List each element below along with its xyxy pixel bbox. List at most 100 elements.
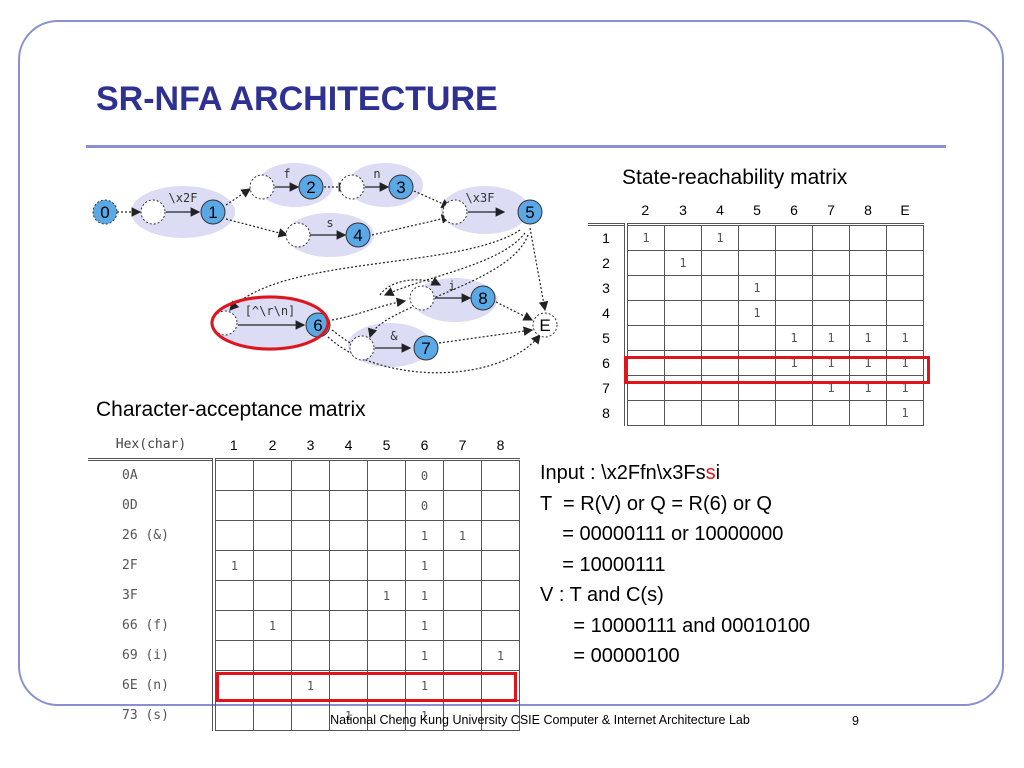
group-x3f [441,186,529,234]
state-matrix-cell [624,400,665,426]
char-matrix-cell: 1 [443,520,482,551]
char-matrix-cell [443,580,482,611]
char-matrix-cell [291,610,330,641]
explanation: Input : \x2Ffn\x3Fssi T = R(V) or Q = R(… [540,458,810,672]
char-matrix-cell: 1 [367,580,406,611]
state-matrix-cell [849,400,887,426]
char-matrix-cell [291,580,330,611]
char-matrix-cell [329,520,368,551]
title-divider [86,145,946,148]
char-matrix-cell [481,700,520,731]
char-matrix-cell: 1 [405,640,444,671]
char-matrix-col-header: 7 [443,431,482,461]
state-matrix-cell: 1 [849,325,887,351]
char-matrix-cell [253,459,292,491]
svg-text:4: 4 [353,226,362,245]
state-matrix-cell: 1 [738,300,776,326]
state-matrix-cell: 1 [812,350,850,376]
state-matrix-cell: 1 [664,250,702,276]
state-matrix-col-header: E [886,196,924,226]
state-matrix-cell [701,400,739,426]
state-matrix-cell: 1 [849,375,887,401]
char-matrix-cell [253,490,292,521]
state-matrix-cell: 1 [701,224,739,251]
edge-labels: \x2F f n s \x3F [^\r\n] i & [169,167,495,343]
svg-text:6: 6 [313,316,322,335]
state-matrix-cell [664,224,702,251]
label-x2f: \x2F [169,191,198,205]
char-matrix-cell [291,520,330,551]
state-matrix-cell [738,400,776,426]
state-matrix-cell [701,275,739,301]
t-line-3: = 10000111 [540,553,666,576]
char-matrix-cell [443,610,482,641]
char-matrix-cell: 1 [405,520,444,551]
state-matrix-col-header: 5 [738,196,776,226]
state-matrix-cell [624,275,665,301]
state-matrix-cell [664,300,702,326]
v-line-2: = 10000111 and 00010100 [540,614,811,637]
state-matrix-cell [812,400,850,426]
label-n: n [373,167,380,181]
state-matrix-row-header: 1 [602,230,610,247]
state-matrix-row-header: 7 [602,380,610,396]
state-matrix-cell [775,224,813,251]
svg-text:7: 7 [421,339,430,358]
char-matrix-cell: 1 [405,700,444,731]
char-matrix-cell [481,490,520,521]
char-matrix-cell [212,490,254,521]
state-matrix-row-header: 8 [602,405,610,421]
highlight-ring [210,295,330,351]
state-e: E [532,312,558,338]
char-matrix-cell [329,459,368,491]
char-matrix-col-header: 2 [253,431,292,461]
char-matrix-cell [329,610,368,641]
char-matrix-cell: 1 [405,580,444,611]
svg-text:0: 0 [100,203,109,222]
state-matrix-row-header: 5 [602,330,610,346]
label-x3f: \x3F [466,191,495,205]
state-matrix-cell: 1 [624,224,665,251]
state-matrix-row-header: 6 [602,355,610,371]
char-matrix-cell: 0 [405,490,444,521]
state-matrix-col-header: 7 [812,196,850,226]
char-matrix-cell: 1 [405,550,444,581]
char-matrix-cell [481,610,520,641]
char-matrix-col-header: 3 [291,431,330,461]
char-matrix-cell [212,700,254,731]
v-line: V : T and C(s) [540,584,664,606]
state-matrix-cell [701,250,739,276]
char-matrix-row-header: 73 (s) [122,708,169,723]
char-matrix-cell [212,580,254,611]
state-matrix-corner [588,196,626,226]
char-matrix-col-header: 4 [329,431,368,461]
char-matrix-row-header: 0A [122,468,138,484]
state-matrix-col-header: 8 [849,196,887,226]
char-matrix-cell: 1 [481,640,520,671]
char-matrix-cell [291,640,330,671]
state-matrix-cell [886,250,924,276]
state-matrix-cell [812,275,850,301]
char-matrix-cell [481,520,520,551]
char-matrix-col-header: 5 [367,431,406,461]
state-matrix-cell [775,300,813,326]
svg-text:5: 5 [525,203,534,222]
state-matrix-caption: State-reachability matrix [622,166,848,189]
char-matrix-cell [212,610,254,641]
char-matrix-cell [367,459,406,491]
state-matrix-cell [775,250,813,276]
char-matrix-cell [253,550,292,581]
char-matrix-cell [253,700,292,731]
